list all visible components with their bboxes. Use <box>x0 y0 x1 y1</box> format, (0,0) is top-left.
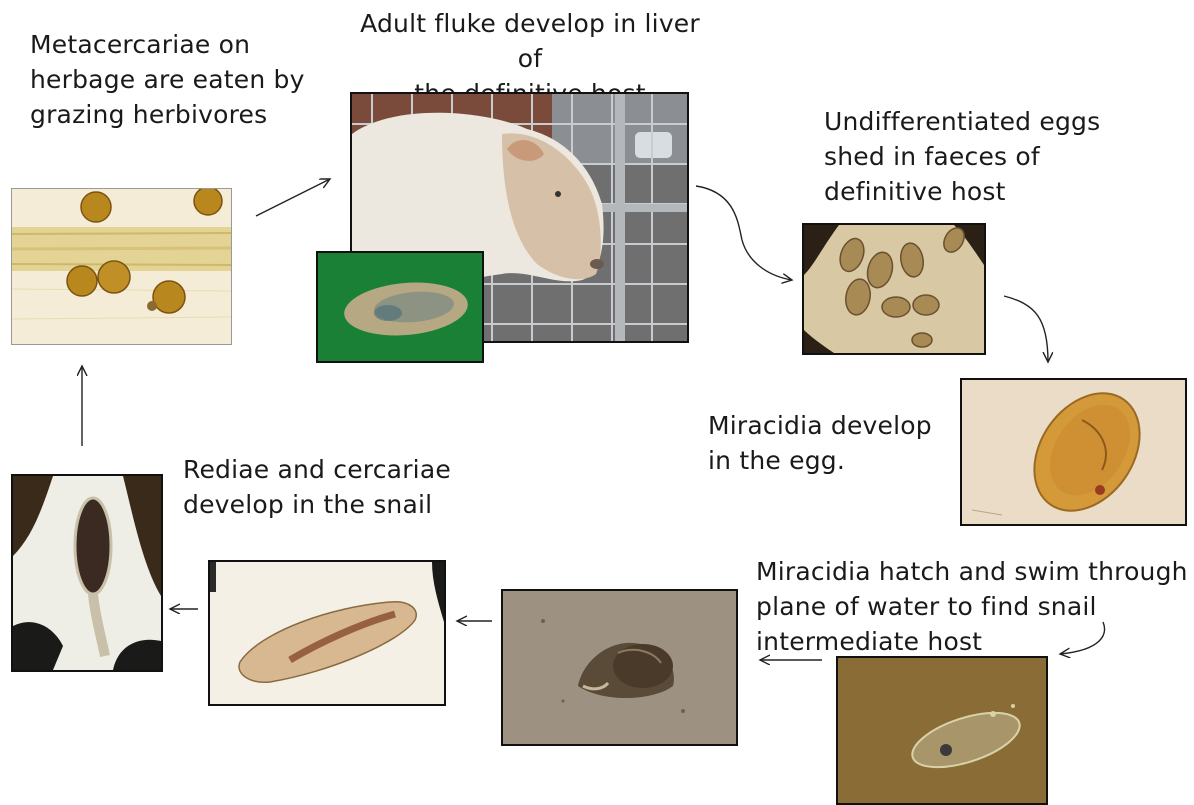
arrow-eggs-to-egg-miracidium <box>1004 296 1048 362</box>
arrow-to-free-miracidium <box>1060 622 1104 654</box>
arrow-sheep-to-eggs <box>696 186 792 280</box>
arrow-grass-to-sheep <box>256 179 330 216</box>
